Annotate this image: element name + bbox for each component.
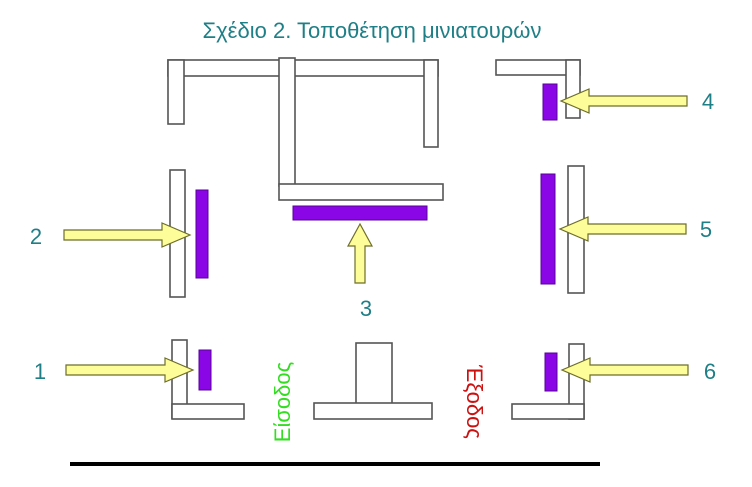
wall-tr-vertical [565,59,581,119]
wall-br-horizontal [511,403,585,420]
bottom-left-walls [171,339,245,420]
arrow-1 [65,357,195,383]
bottom-center-walls [313,342,433,420]
position-number-2: 2 [30,224,42,249]
miniature-6 [544,352,558,392]
wall-top-left-horizontal [167,59,281,77]
top-center-walls [167,57,444,201]
miniature-2 [195,189,209,279]
diagram-title: Σχέδιο 2. Τοποθέτηση μινιατουρών [203,18,542,43]
top-right-walls [495,59,581,119]
wall-bc-base [313,402,433,420]
miniature-5 [540,173,556,285]
position-number-3: 3 [360,296,372,321]
wall-top-right-vertical [423,59,439,148]
arrow-2 [63,222,192,248]
position-number-4: 4 [702,89,714,114]
position-number-6: 6 [704,359,716,384]
position-number-1: 1 [34,359,46,384]
arrow-4 [559,88,688,114]
wall-top-right-horizontal [293,59,439,77]
wall-top-left-vertical [167,59,185,125]
wall-bl-horizontal [171,403,245,420]
exit-label: Έξοδος [462,364,487,439]
wall-bc-pillar [355,342,393,405]
arrow-5 [558,216,687,242]
entrance-label: Είσοδος [270,362,295,442]
wall-top-center-bottom [278,183,444,201]
position-number-5: 5 [700,217,712,242]
miniature-1 [198,349,212,391]
miniature-4 [542,83,558,121]
floor-line [70,462,600,466]
miniature-3 [292,205,428,221]
arrow-3 [346,222,374,284]
arrow-6 [560,357,689,383]
wall-top-center-vertical [278,57,296,187]
